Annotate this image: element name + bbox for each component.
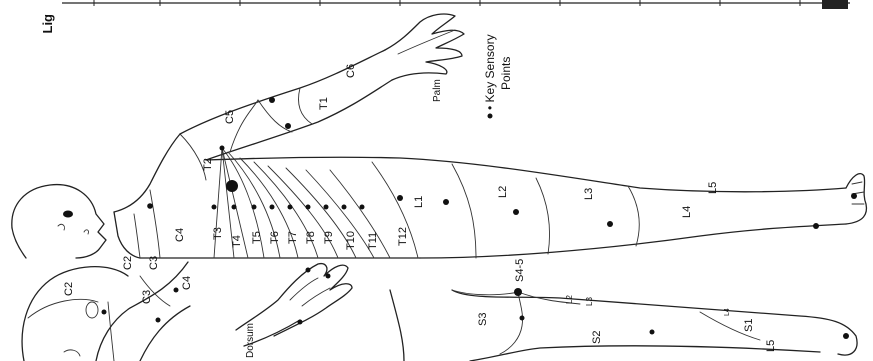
label-T2: T2 [202,158,214,171]
body-outline [12,14,867,258]
sensory-point [269,97,275,103]
dermatome-boundaries [134,88,639,258]
s45-point [514,288,522,296]
label-T5: T5 [251,231,263,244]
label-L2: L2 [497,186,509,198]
sensory-point [360,205,365,210]
sensory-point [306,205,311,210]
sensory-point [813,223,819,229]
legend-line1: • Key Sensory [483,34,497,110]
label-T1: T1 [318,97,330,110]
label-L3-back: L3 [585,297,594,306]
dorsum-hand-figure: Dorsum [236,264,352,358]
label-S3: S3 [477,313,489,326]
dorsum-label: Dorsum [245,323,256,358]
label-C5: C5 [224,110,236,124]
legend-dot [488,114,493,119]
label-L2-back: L2 [565,295,574,304]
sensory-point [147,203,153,209]
label-L5-back: L5 [765,340,777,352]
ear-mark [86,302,98,318]
sensory-point [298,320,303,325]
sensory-point [270,205,275,210]
label-C6: C6 [345,64,357,78]
label-T7: T7 [287,231,299,244]
key-sensory-points [147,97,857,229]
label-T9: T9 [323,231,335,244]
label-L4: L4 [681,206,693,218]
cut-header-text: Lig [40,14,55,34]
sensory-point [607,221,613,227]
sensory-point [443,199,449,205]
nipple-point [226,180,238,192]
label-S2: S2 [591,331,603,344]
sensory-point [650,330,655,335]
label-C4-head: C4 [181,276,193,290]
label-T12: T12 [397,227,409,246]
sensory-point [397,195,403,201]
label-C2-head: C2 [63,282,75,296]
ruler-marker [822,0,848,9]
sensory-point [288,205,293,210]
sensory-point [520,316,525,321]
eye-mark [63,211,73,218]
label-C3: C3 [148,256,160,270]
label-S1: S1 [743,319,755,332]
label-L3: L3 [583,188,595,200]
label-T11: T11 [367,232,379,250]
label-L4-back: L4 [724,308,731,316]
sensory-point [306,268,311,273]
palm-label: Palm [432,79,443,102]
label-T4: T4 [231,235,243,248]
sensory-point [851,193,857,199]
sensory-point [252,205,257,210]
label-C4: C4 [174,228,186,242]
sensory-point [843,333,849,339]
label-C2: C2 [122,256,134,270]
legend-line2: Points [499,57,513,90]
label-T10: T10 [345,231,357,250]
label-T3: T3 [212,227,224,240]
sensory-point [102,310,107,315]
sensory-point [324,205,329,210]
sensory-point [342,205,347,210]
sensory-point [220,146,225,151]
posterior-leg-figure: S4-5 S3 S2 S1 L5 L2 L3 L4 [390,259,857,361]
sensory-point [212,205,217,210]
sensory-point [232,205,237,210]
label-T6: T6 [269,231,281,244]
dermatome-labels: C2 C3 C4 C5 C6 T1 T2 T3 T4 T5 T6 T7 T8 T… [122,34,719,270]
sensory-point [285,123,291,129]
sensory-point [156,318,161,323]
label-L5: L5 [707,182,719,194]
label-T8: T8 [305,231,317,244]
sensory-point [513,209,519,215]
label-S4-5: S4-5 [514,259,526,282]
sensory-point [326,274,331,279]
label-C3-head: C3 [141,290,153,304]
sensory-point [174,288,179,293]
label-L1: L1 [413,196,425,208]
top-ruler [62,0,850,9]
head-profile-figure: C2 C3 C4 [22,262,193,361]
